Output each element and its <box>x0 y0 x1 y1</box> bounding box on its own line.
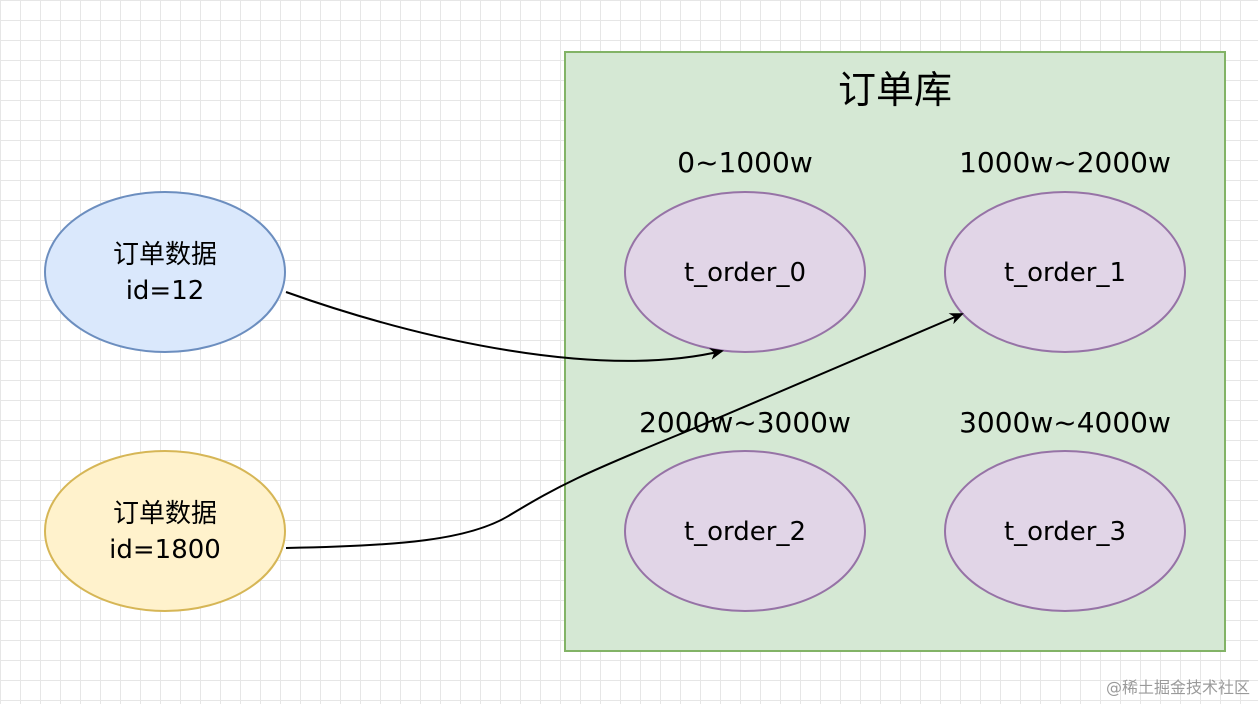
table-name: t_order_3 <box>1004 517 1126 547</box>
table-name: t_order_2 <box>684 517 806 547</box>
table-node-t-order-2[interactable]: t_order_2 <box>624 450 866 612</box>
table-ellipse <box>944 191 1186 353</box>
record-label: 订单数据 <box>113 499 217 529</box>
range-label-t-order-3: 3000w~4000w <box>959 406 1171 439</box>
table-ellipse <box>944 450 1186 612</box>
database-title: 订单库 <box>838 68 952 112</box>
record-id: id=1800 <box>109 535 221 565</box>
record-ellipse <box>44 450 286 612</box>
range-label-t-order-0: 0~1000w <box>677 146 812 179</box>
range-label-t-order-1: 1000w~2000w <box>959 146 1171 179</box>
edge-id-12-to-t-order-0[interactable] <box>285 291 724 362</box>
edge-id-1800-to-t-order-1[interactable] <box>285 313 964 549</box>
watermark-text: @稀土掘金技术社区 <box>1105 678 1250 697</box>
table-name: t_order_1 <box>1004 258 1126 288</box>
record-node-id-12[interactable]: 订单数据 id=12 <box>44 191 286 353</box>
table-node-t-order-3[interactable]: t_order_3 <box>944 450 1186 612</box>
table-ellipse <box>624 191 866 353</box>
record-id: id=12 <box>126 276 205 306</box>
table-name: t_order_0 <box>684 258 806 288</box>
table-node-t-order-0[interactable]: t_order_0 <box>624 191 866 353</box>
range-label-t-order-2: 2000w~3000w <box>639 406 851 439</box>
table-ellipse <box>624 450 866 612</box>
record-label: 订单数据 <box>113 240 217 270</box>
record-node-id-1800[interactable]: 订单数据 id=1800 <box>44 450 286 612</box>
table-node-t-order-1[interactable]: t_order_1 <box>944 191 1186 353</box>
record-ellipse <box>44 191 286 353</box>
